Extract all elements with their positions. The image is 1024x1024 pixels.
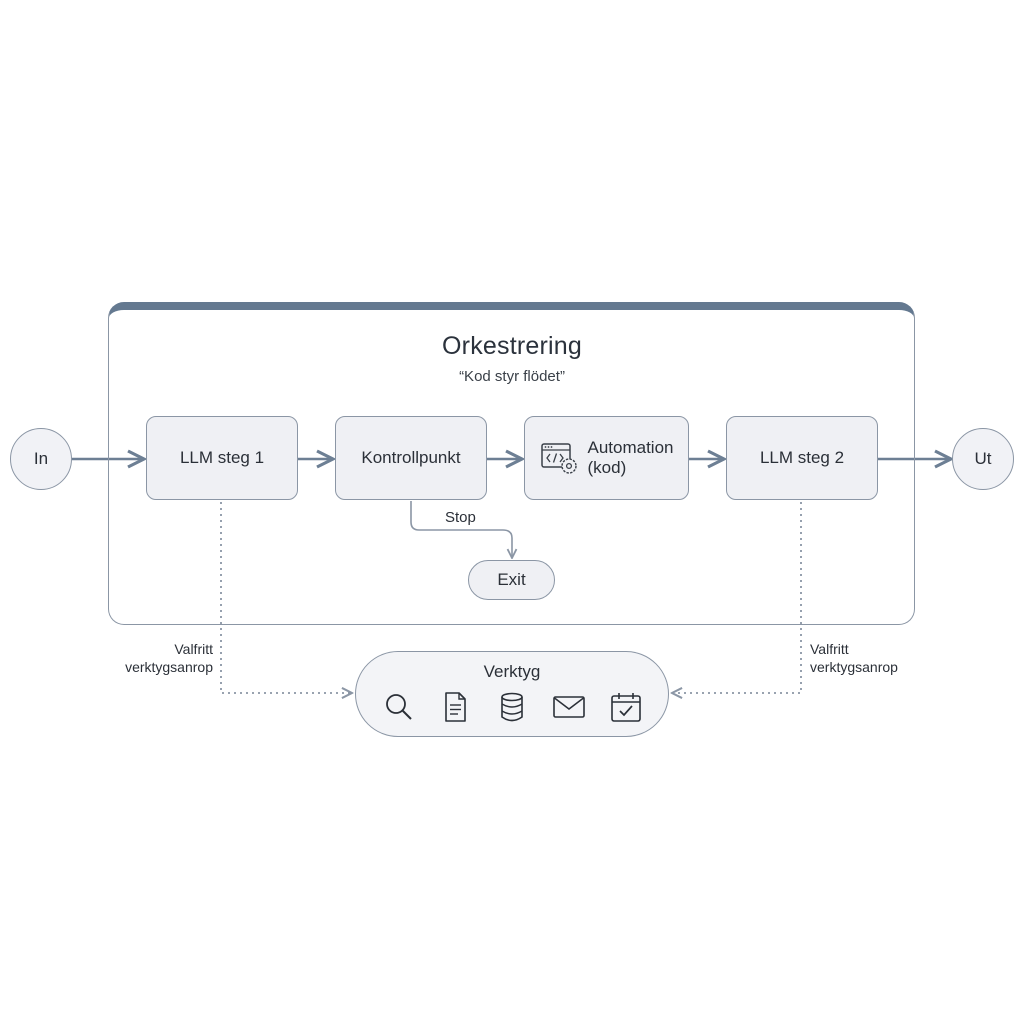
checkpoint-label: Kontrollpunkt [361, 448, 461, 467]
output-label: Ut [974, 449, 992, 468]
checkpoint-node[interactable]: Kontrollpunkt [335, 416, 487, 500]
input-label: In [33, 449, 49, 468]
automation-node[interactable]: Automation (kod) [524, 416, 689, 500]
tools-panel: Verktyg [355, 651, 669, 737]
llm-step-2-node[interactable]: LLM steg 2 [726, 416, 878, 500]
dotted-tool-call-right [672, 502, 802, 693]
tool-call-label-left-line2: verktygsanrop [125, 659, 213, 675]
llm-step-1-label: LLM steg 1 [179, 448, 265, 467]
exit-label: Exit [497, 570, 526, 589]
tool-call-label-left: Valfritt verktygsanrop [118, 640, 213, 676]
tool-call-label-right-line2: verktygsanrop [810, 659, 898, 675]
orchestration-frame [108, 302, 915, 625]
tool-call-label-right-line1: Valfritt [810, 641, 849, 657]
automation-label-line1: Automation [587, 438, 674, 457]
llm-step-2-label: LLM steg 2 [759, 448, 845, 467]
output-node[interactable]: Ut [952, 428, 1014, 490]
database-icon[interactable] [495, 690, 529, 724]
orchestration-subtitle: “Kod styr flödet” [459, 368, 565, 385]
document-icon[interactable] [438, 690, 472, 724]
exit-node[interactable]: Exit [468, 560, 555, 600]
arrow-checkpoint-to-exit [410, 501, 512, 558]
automation-label-line2: (kod) [587, 458, 627, 477]
tool-call-label-left-line1: Valfritt [174, 641, 213, 657]
input-node[interactable]: In [10, 428, 72, 490]
mail-icon[interactable] [552, 690, 586, 724]
search-icon[interactable] [382, 690, 416, 724]
stop-edge-label: Stop [445, 509, 476, 526]
tool-call-label-right: Valfritt verktygsanrop [810, 640, 898, 676]
orchestration-title: Orkestrering [442, 332, 582, 360]
llm-step-1-node[interactable]: LLM steg 1 [146, 416, 298, 500]
tools-title: Verktyg [483, 662, 541, 681]
code-window-gear-icon [540, 443, 577, 474]
calendar-check-icon[interactable] [609, 690, 643, 724]
